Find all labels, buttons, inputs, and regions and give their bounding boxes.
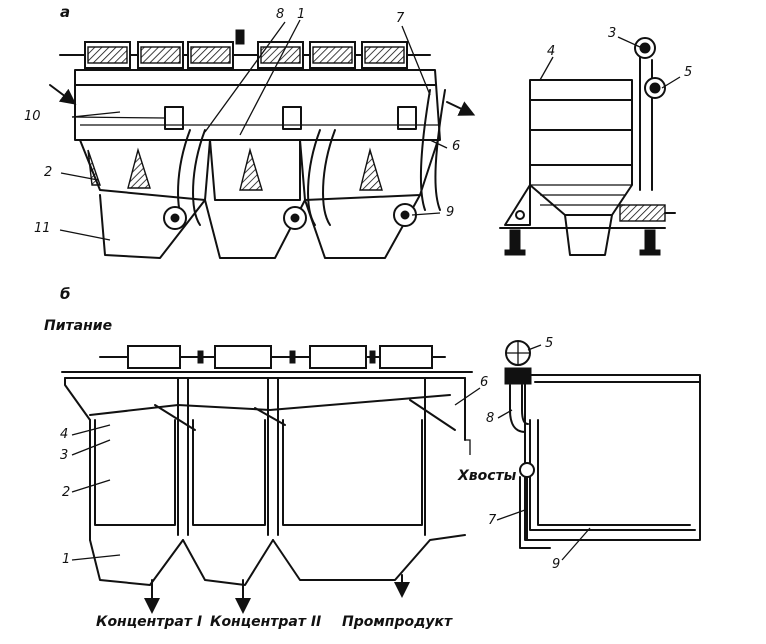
label-middlings: Промпродукт <box>342 614 453 630</box>
view-label-a: а <box>60 3 71 21</box>
label-b-8: 8 <box>486 411 495 426</box>
label-b-2: 2 <box>62 485 71 500</box>
label-a-7: 7 <box>396 11 405 26</box>
label-concentrate-1: Концентрат I <box>96 614 203 630</box>
label-b-4: 4 <box>60 427 69 442</box>
label-a-4: 4 <box>547 44 556 59</box>
drive-motors-row-a <box>59 29 431 69</box>
label-b-7: 7 <box>488 513 497 528</box>
label-a-5: 5 <box>684 65 693 80</box>
label-b-6: 6 <box>480 375 489 390</box>
leader-lines <box>59 19 681 561</box>
view-label-b: б <box>60 285 71 303</box>
label-a-3: 3 <box>608 26 617 41</box>
label-a-2: 2 <box>44 165 53 180</box>
label-a-1: 1 <box>297 7 306 22</box>
label-b-9: 9 <box>552 557 561 572</box>
label-a-11: 11 <box>34 221 51 236</box>
cell-teeth-b <box>94 419 423 526</box>
label-a-9: 9 <box>446 205 455 220</box>
label-concentrate-2: Концентрат II <box>210 614 322 630</box>
view-b-scheme <box>61 340 701 614</box>
label-a-6: 6 <box>452 139 461 154</box>
label-a-10: 10 <box>24 109 41 124</box>
label-b-1: 1 <box>62 552 71 567</box>
label-a-8: 8 <box>276 7 285 22</box>
label-feed: Питание <box>44 318 113 334</box>
drive-motors-row-b <box>99 345 446 369</box>
label-b-5: 5 <box>545 336 554 351</box>
label-tailings: Хвосты <box>458 468 517 484</box>
label-b-3: 3 <box>60 448 69 463</box>
view-a-front-section <box>49 29 476 259</box>
view-a-side-section <box>499 37 676 256</box>
